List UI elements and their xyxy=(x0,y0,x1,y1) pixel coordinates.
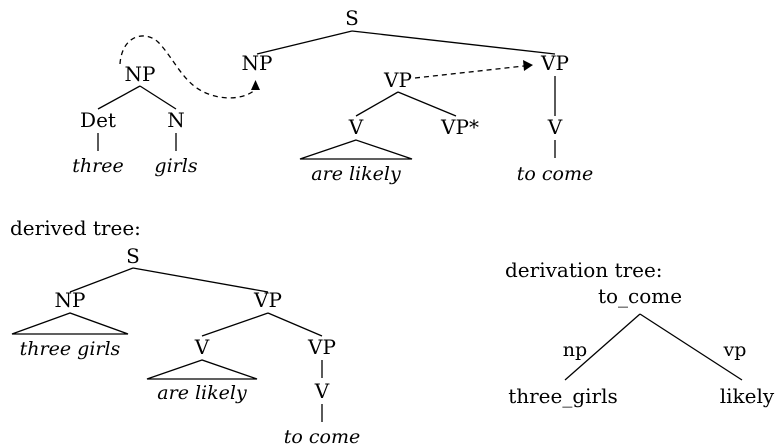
triangle-three-girls xyxy=(11,312,129,335)
node-v: V xyxy=(348,115,364,139)
node-likely: likely xyxy=(720,384,775,408)
node-s: S xyxy=(345,6,359,30)
node-vp-root: VP xyxy=(383,68,412,92)
derived-tree: derived tree: S NP three girls VP V are … xyxy=(10,216,360,448)
edge-vp-foot xyxy=(397,91,457,117)
node-det: Det xyxy=(80,108,116,132)
edge-s-vp xyxy=(132,267,269,293)
edge-vp xyxy=(639,313,743,381)
node-vp-foot: VP* xyxy=(440,115,479,139)
node-three-girls: three_girls xyxy=(508,384,618,408)
words-are-likely: are likely xyxy=(311,163,401,185)
node-vp: VP xyxy=(253,288,282,312)
edge-np xyxy=(564,313,641,381)
edge-vp-v xyxy=(201,312,269,337)
derivation-tree: derivation tree: to_come np vp three_gir… xyxy=(505,258,775,408)
edge-s-np xyxy=(256,30,353,55)
derived-tree-caption: derived tree: xyxy=(10,216,141,240)
node-v-inner: V xyxy=(314,379,330,403)
node-v: V xyxy=(547,115,563,139)
words-are-likely: are likely xyxy=(157,382,247,404)
edge-label-np: np xyxy=(563,339,587,361)
node-vp: VP xyxy=(540,51,569,75)
node-np-substitution: NP xyxy=(242,51,273,75)
substitution-arrowhead xyxy=(251,80,260,90)
adjunction-arc xyxy=(414,65,525,79)
derivation-tree-caption: derivation tree: xyxy=(505,258,663,282)
node-vp-inner: VP xyxy=(307,335,336,359)
edge-label-vp: vp xyxy=(723,339,747,361)
words-to-come: to come xyxy=(284,426,360,448)
node-v: V xyxy=(194,335,210,359)
node-np: NP xyxy=(55,288,86,312)
edge-np-det xyxy=(97,85,141,110)
edge-s-np xyxy=(69,267,134,293)
edge-vp-vp xyxy=(267,312,323,337)
edge-vp-v xyxy=(355,91,399,117)
elementary-tree-to-come: S NP VP V to come xyxy=(242,6,594,185)
word-girls: girls xyxy=(154,155,197,177)
node-s: S xyxy=(126,244,140,268)
words-to-come: to come xyxy=(517,163,593,185)
elementary-tree-likely: VP V VP* are likely xyxy=(299,68,479,185)
node-n: N xyxy=(167,108,185,132)
edge-s-vp xyxy=(351,30,556,55)
node-np: NP xyxy=(125,62,156,86)
substitution-arc xyxy=(119,35,256,99)
node-to-come: to_come xyxy=(598,284,682,308)
triangle-are-likely xyxy=(146,359,258,380)
word-three: three xyxy=(72,155,123,177)
edge-np-n xyxy=(139,85,177,110)
adjunction-arrowhead xyxy=(523,60,533,71)
elementary-tree-three-girls: NP Det N three girls xyxy=(72,62,198,177)
triangle-are-likely xyxy=(299,139,413,160)
words-three-girls: three girls xyxy=(20,338,121,360)
